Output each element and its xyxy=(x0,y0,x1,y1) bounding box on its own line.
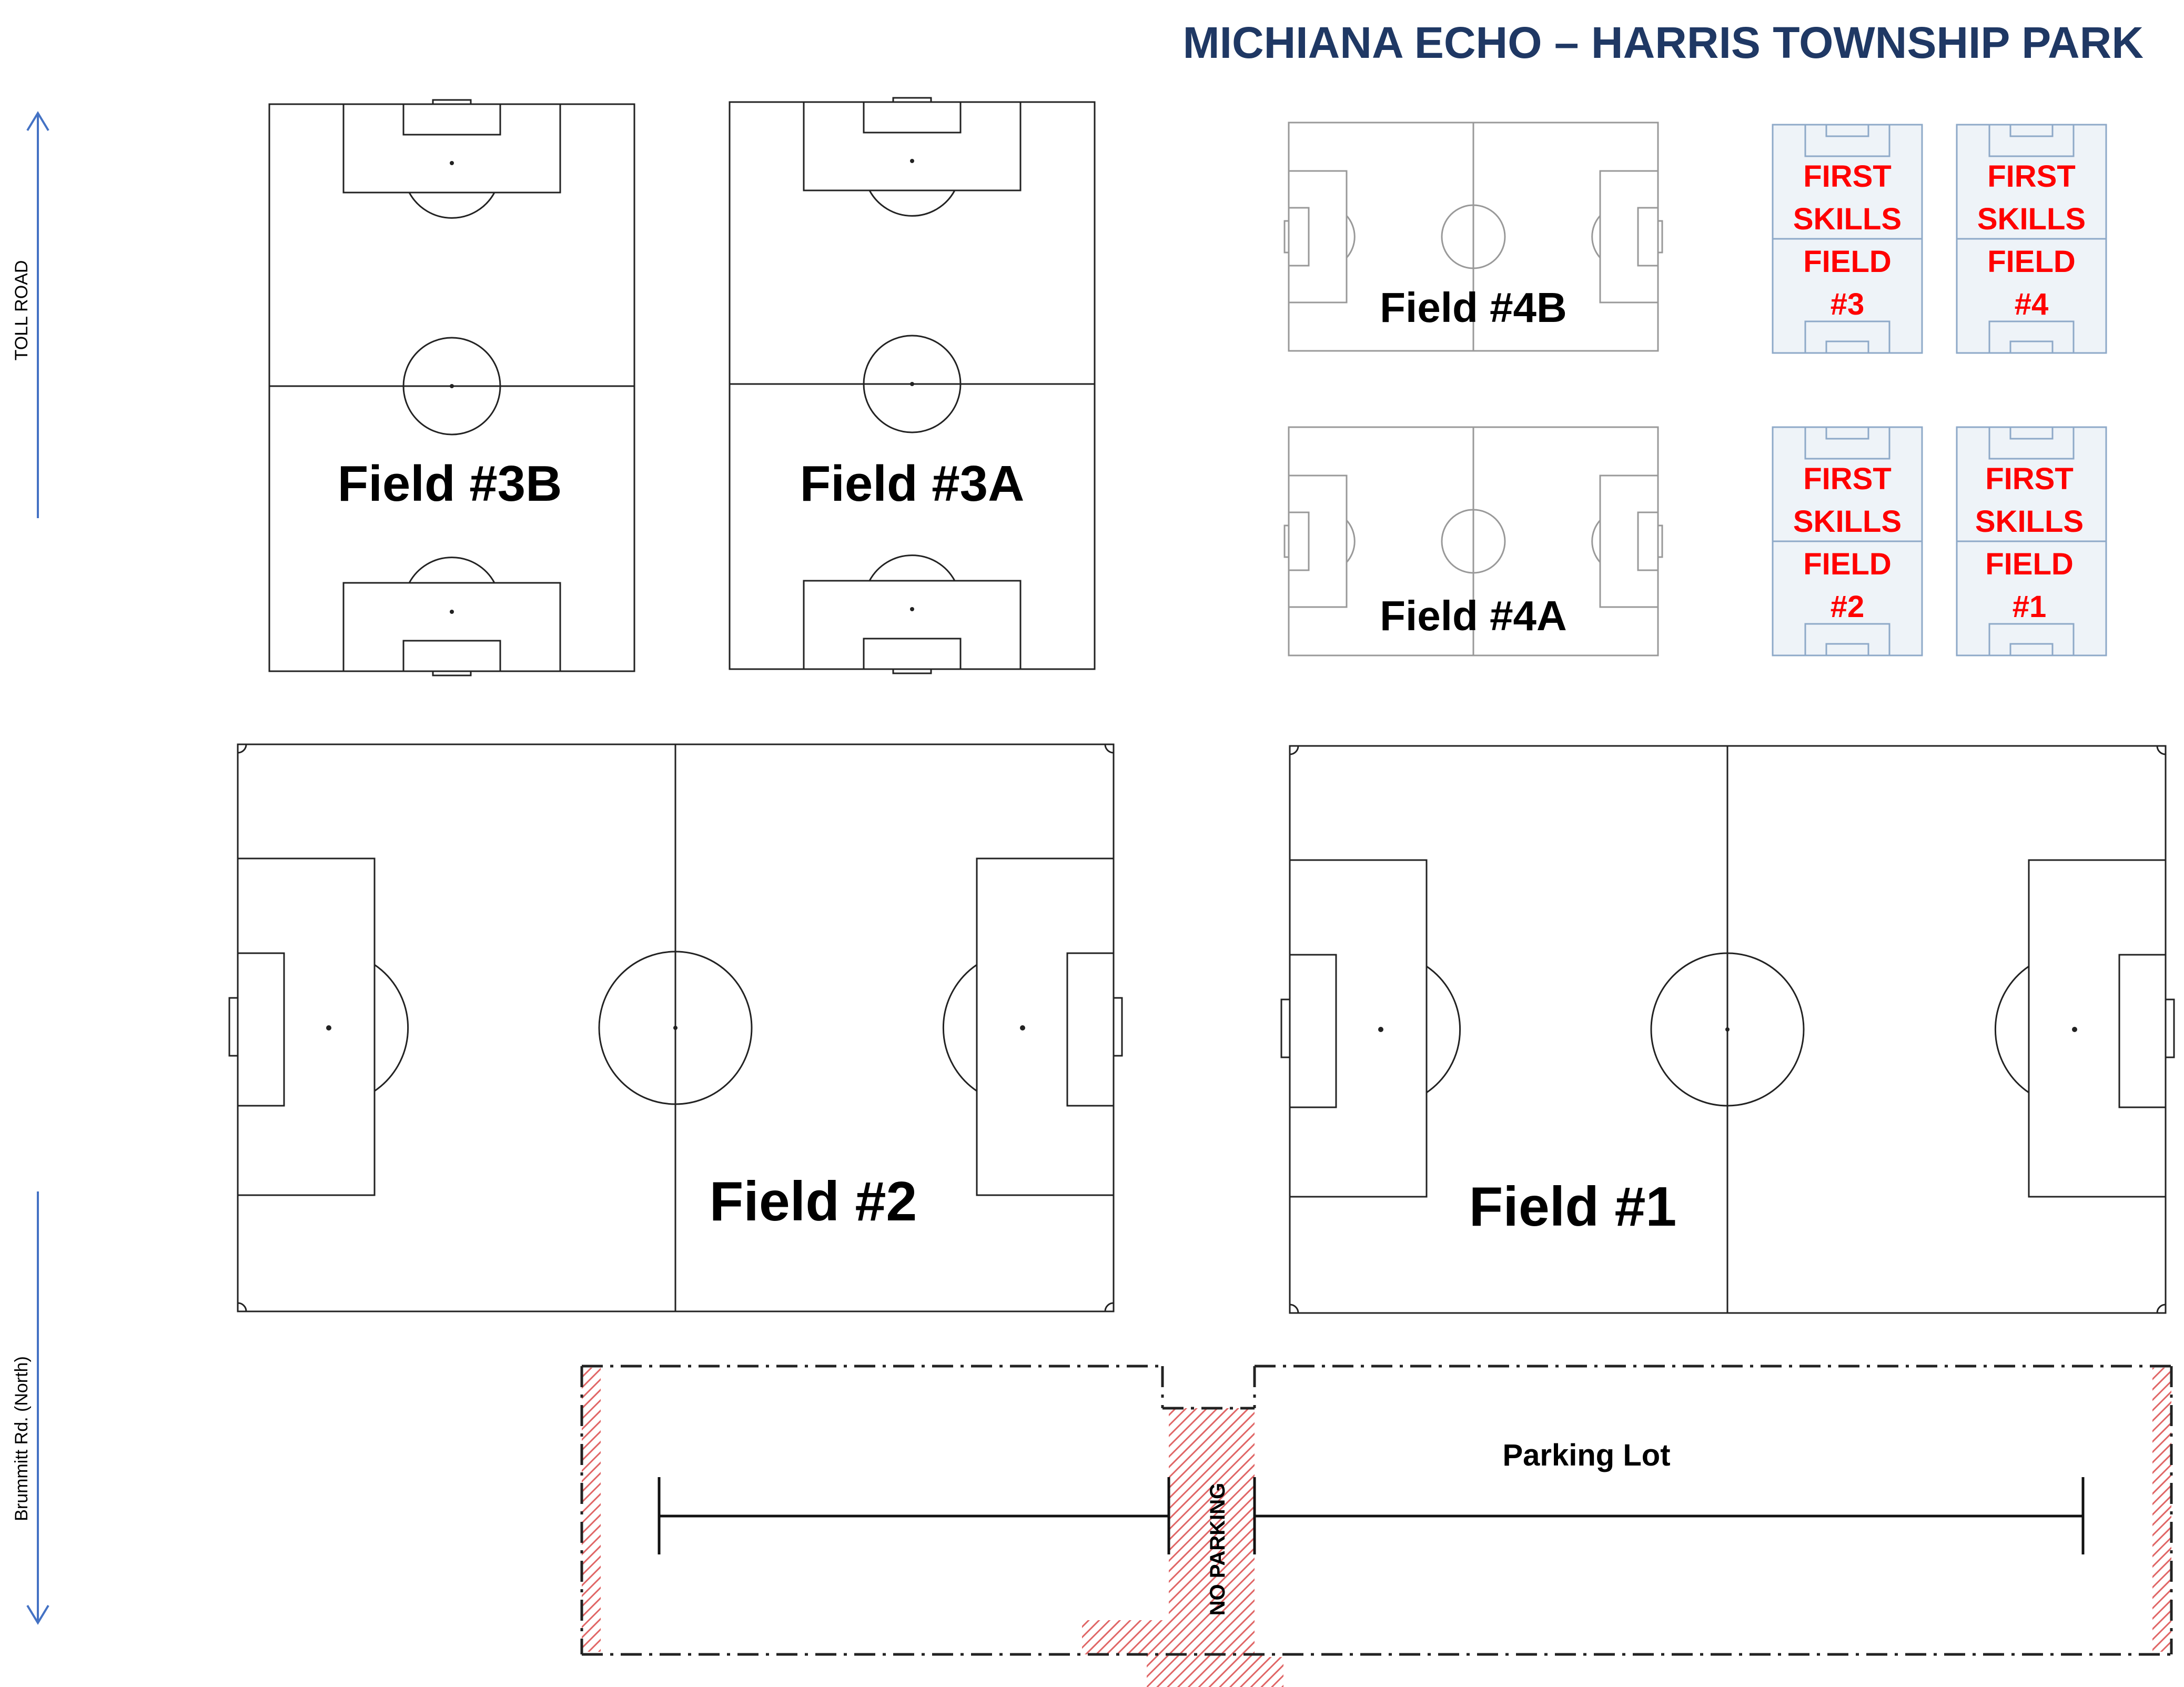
page-title: MICHIANA ECHO – HARRIS TOWNSHIP PARK xyxy=(1183,18,2143,67)
skills-field-2-line-2: SKILLS xyxy=(1793,504,1902,539)
field-2-label: Field #2 xyxy=(710,1170,917,1233)
parking-lot-boundary xyxy=(580,1365,2173,1656)
skills-field-2-line-3: FIELD xyxy=(1803,547,1892,581)
field-4a xyxy=(1283,426,1663,656)
skills-field-1-line-3: FIELD xyxy=(1985,547,2074,581)
skills-field-3-line-3: FIELD xyxy=(1803,245,1892,279)
skills-field-1-line-4: #1 xyxy=(2013,590,2047,624)
brummitt-road-arrow xyxy=(26,1191,49,1625)
skills-field-3-line-2: SKILLS xyxy=(1793,202,1902,236)
parking-lot-label: Parking Lot xyxy=(1502,1438,1670,1472)
field-3b-label: Field #3B xyxy=(338,456,562,512)
skills-field-3-line-1: FIRST xyxy=(1803,159,1892,194)
skills-field-2-line-4: #2 xyxy=(1831,590,1865,624)
skills-field-4-line-4: #4 xyxy=(2015,287,2049,321)
skills-field-4-line-1: FIRST xyxy=(1987,159,2076,194)
field-3a xyxy=(729,97,1096,674)
field-4a-label: Field #4A xyxy=(1380,592,1567,639)
field-1 xyxy=(1280,745,2175,1314)
skills-field-2-line-1: FIRST xyxy=(1803,462,1892,496)
field-4b-label: Field #4B xyxy=(1380,284,1567,331)
skills-field-4-line-2: SKILLS xyxy=(1977,202,2086,236)
parking-rows xyxy=(658,1477,2085,1554)
field-4b xyxy=(1283,122,1663,352)
toll-road-label: TOLL ROAD xyxy=(12,260,32,361)
skills-field-2 xyxy=(1772,426,1923,656)
field-3a-label: Field #3A xyxy=(800,456,1025,512)
field-3b xyxy=(268,99,635,676)
skills-field-4 xyxy=(1956,124,2107,354)
skills-field-1-line-1: FIRST xyxy=(1985,462,2074,496)
skills-field-3-line-4: #3 xyxy=(1831,287,1865,321)
skills-field-4-line-3: FIELD xyxy=(1987,245,2076,279)
skills-field-1 xyxy=(1956,426,2107,656)
no-parking-label: NO PARKING xyxy=(1206,1483,1229,1616)
field-1-label: Field #1 xyxy=(1469,1176,1677,1238)
skills-field-3 xyxy=(1772,124,1923,354)
toll-road-arrow xyxy=(26,111,49,518)
brummitt-road-label: Brummitt Rd. (North) xyxy=(12,1356,32,1521)
parking-hatch-areas xyxy=(582,1368,2171,1687)
skills-field-1-line-2: SKILLS xyxy=(1975,504,2084,539)
